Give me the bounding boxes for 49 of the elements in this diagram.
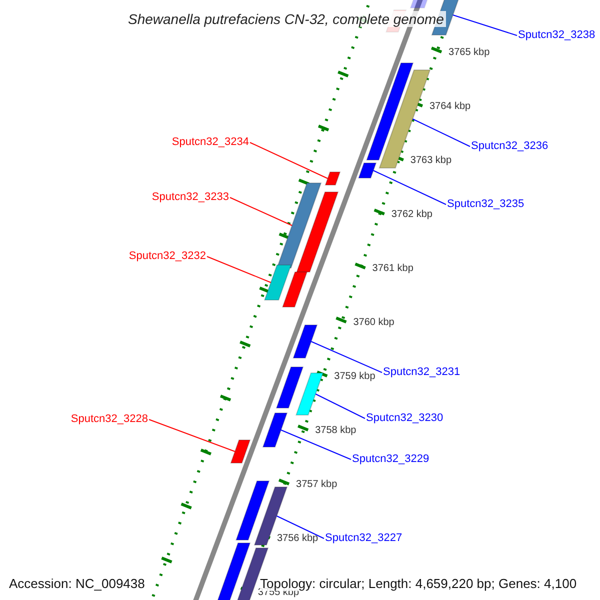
gene-feature [215, 542, 251, 600]
leader-line [315, 394, 366, 419]
leader-line [230, 197, 292, 226]
gene-feature [262, 412, 288, 448]
gene-feature [282, 272, 308, 308]
gene-feature [378, 70, 431, 168]
gene-feature [358, 162, 377, 178]
gene-label: Sputcn32_3234 [172, 137, 249, 148]
leader-line [372, 170, 446, 205]
scale-label: 3761 kbp [372, 264, 414, 274]
gene-label: Sputcn32_3232 [128, 251, 206, 262]
scale-label: 3765 kbp [448, 48, 490, 58]
scale-label: 3762 kbp [391, 210, 432, 220]
leader-line [250, 142, 328, 179]
scale-label: 3764 kbp [429, 102, 471, 112]
gene-label: Sputcn32_3229 [352, 454, 430, 465]
gene-label: Sputcn32_3231 [383, 367, 460, 378]
gene-feature [276, 366, 304, 408]
gene-feature [235, 480, 270, 540]
gene-label: Sputcn32_3236 [471, 141, 548, 152]
gene-feature [296, 192, 339, 272]
gene-label: Sputcn32_3227 [325, 533, 402, 544]
gene-label: Sputcn32_3235 [447, 199, 524, 210]
gene-label: Sputcn32_3230 [366, 413, 444, 424]
leader-line [412, 118, 470, 147]
accession-text: Accession: NC_009438 [9, 576, 145, 591]
gene-feature [295, 372, 324, 416]
gene-feature [264, 264, 292, 300]
gene-label: Sputcn32_3238 [518, 30, 596, 41]
gene-feature [410, 0, 430, 8]
scale-label: 3760 kbp [353, 318, 394, 328]
leader-line [206, 256, 272, 283]
gene-feature [230, 440, 251, 464]
leader-line [310, 341, 382, 373]
scale-label: 3756 kbp [276, 534, 318, 544]
scale-label: 3763 kbp [410, 156, 452, 166]
gene-feature [276, 182, 322, 268]
gene-feature [324, 172, 341, 186]
leader-line [276, 516, 324, 539]
leader-line [280, 430, 352, 460]
gene-label: Sputcn32_3228 [70, 414, 148, 425]
scale-label: 3758 kbp [315, 426, 356, 436]
scale-label: 3757 kbp [296, 480, 338, 490]
scale-label: 3759 kbp [334, 372, 376, 382]
gene-label: Sputcn32_3233 [152, 192, 229, 203]
leader-line [148, 419, 236, 452]
gene-feature [292, 324, 318, 358]
title: Shewanella putrefaciens CN-32, complete genome [126, 11, 446, 27]
leader-line [452, 14, 518, 36]
